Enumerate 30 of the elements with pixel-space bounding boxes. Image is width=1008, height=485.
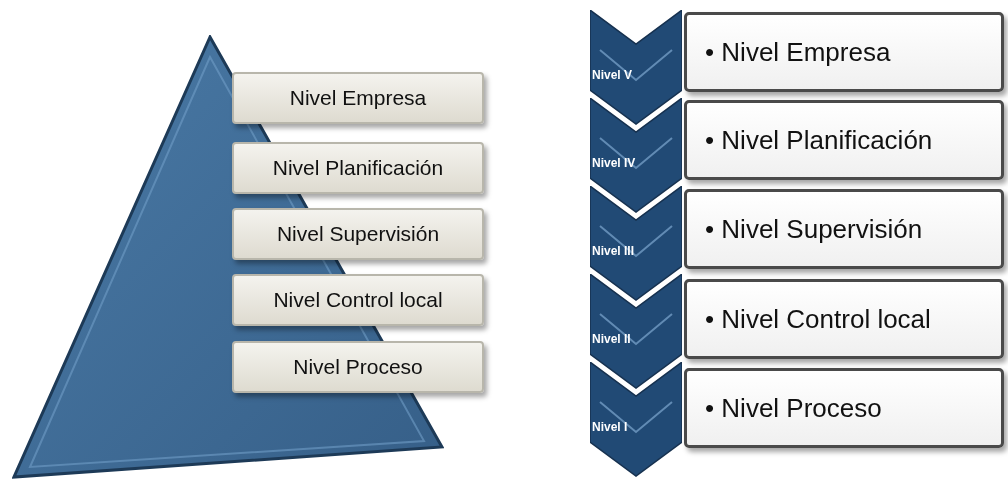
chevron-label: Nivel IV xyxy=(592,156,636,170)
level-label: Nivel Control local xyxy=(273,288,443,312)
level-box xyxy=(684,368,1004,448)
level-box xyxy=(232,142,484,194)
level-box xyxy=(232,208,484,260)
chevron-label: Nivel I xyxy=(592,420,628,434)
chevron-label: Nivel II xyxy=(592,332,631,346)
chevron-shape xyxy=(590,274,682,389)
bullet-text: • Nivel Control local xyxy=(705,303,931,335)
level-box xyxy=(684,12,1004,92)
chevron-shape xyxy=(590,10,682,125)
chevron-shape xyxy=(590,362,682,477)
chevron-label: Nivel V xyxy=(592,68,633,82)
level-box xyxy=(232,274,484,326)
bullet-text: • Nivel Planificación xyxy=(705,124,933,156)
level-box xyxy=(232,341,484,393)
level-box xyxy=(684,100,1004,180)
level-box xyxy=(684,279,1004,359)
chevron-shape xyxy=(590,186,682,301)
chevron-label: Nivel III xyxy=(592,244,635,258)
bullet-text: • Nivel Empresa xyxy=(705,36,891,68)
bullet-text: • Nivel Proceso xyxy=(705,392,882,424)
chevron-shape xyxy=(590,98,682,213)
level-label: Nivel Empresa xyxy=(289,86,427,110)
level-box xyxy=(232,72,484,124)
level-box xyxy=(684,189,1004,269)
level-label: Nivel Proceso xyxy=(293,355,423,379)
level-label: Nivel Supervisión xyxy=(276,222,440,246)
level-label: Nivel Planificación xyxy=(272,156,444,180)
bullet-text: • Nivel Supervisión xyxy=(705,213,923,245)
